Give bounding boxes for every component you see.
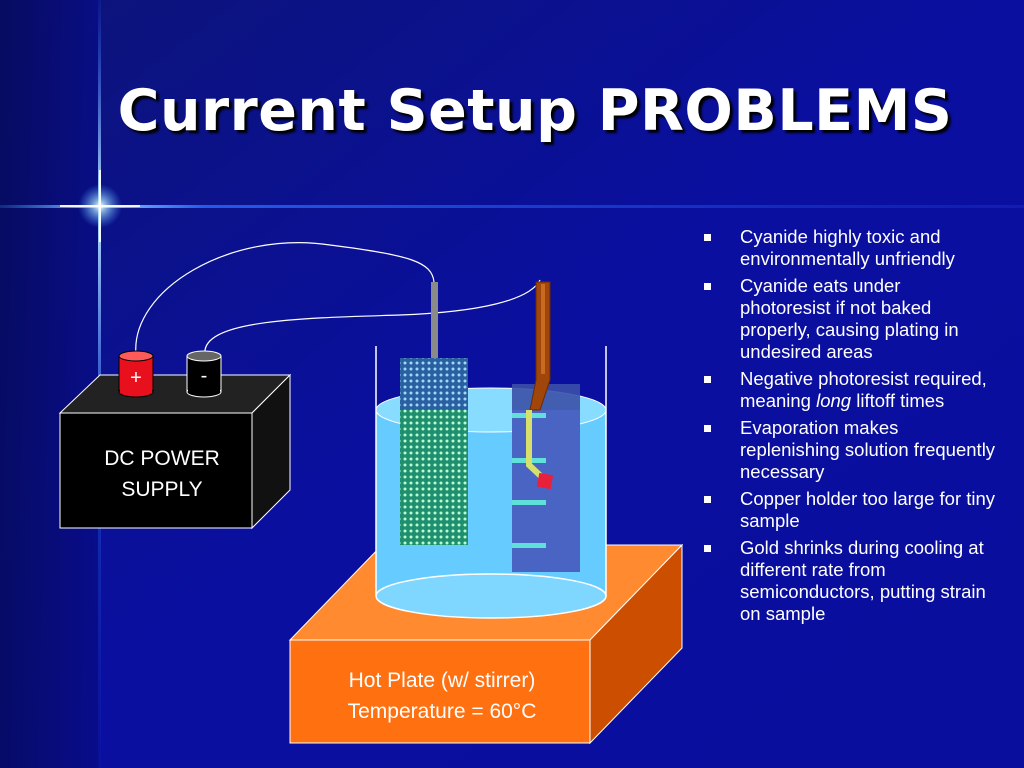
negative-terminal: - bbox=[186, 350, 222, 398]
hot-plate-label-line2: Temperature = 60°C bbox=[348, 700, 537, 723]
problem-list: Cyanide highly toxic and environmentally… bbox=[700, 226, 996, 630]
bullet-square-icon bbox=[704, 425, 711, 432]
list-item: Cyanide highly toxic and environmentally… bbox=[700, 226, 996, 270]
power-supply-label-line2: SUPPLY bbox=[121, 478, 202, 501]
hot-plate-label-line1: Hot Plate (w/ stirrer) bbox=[349, 669, 536, 692]
bullet-text: Copper holder too large for tiny sample bbox=[740, 488, 996, 531]
copper-sample-holder bbox=[512, 281, 580, 572]
list-item: Copper holder too large for tiny sample bbox=[700, 488, 996, 532]
bullet-text-after: liftoff times bbox=[851, 390, 945, 411]
dc-power-supply: DC POWER SUPPLY bbox=[58, 373, 292, 530]
slide-title: Current Setup PROBLEMS bbox=[117, 78, 953, 144]
bullet-text: Gold shrinks during cooling at different… bbox=[740, 537, 986, 624]
bullet-text: Evaporation makes replenishing solution … bbox=[740, 417, 996, 482]
bullet-square-icon bbox=[704, 234, 711, 241]
sample-chip bbox=[536, 472, 554, 490]
list-item: Cyanide eats under photoresist if not ba… bbox=[700, 275, 996, 363]
list-item: Negative photoresist required, meaning l… bbox=[700, 368, 996, 412]
bullet-square-icon bbox=[704, 496, 711, 503]
bullet-square-icon bbox=[704, 283, 711, 290]
list-item: Evaporation makes replenishing solution … bbox=[700, 417, 996, 483]
bullet-square-icon bbox=[704, 376, 711, 383]
bullet-square-icon bbox=[704, 545, 711, 552]
bullet-text-before: Negative photoresist required, meaning bbox=[740, 368, 987, 411]
negative-terminal-label: - bbox=[201, 365, 208, 387]
anode-mesh-electrode bbox=[400, 282, 468, 545]
bullet-text: Cyanide eats under photoresist if not ba… bbox=[740, 275, 959, 362]
positive-terminal: + bbox=[118, 350, 154, 398]
list-item: Gold shrinks during cooling at different… bbox=[700, 537, 996, 625]
negative-wire bbox=[204, 279, 541, 356]
positive-terminal-label: + bbox=[130, 367, 142, 389]
positive-wire bbox=[135, 242, 435, 356]
power-supply-label-line1: DC POWER bbox=[104, 447, 220, 470]
bullet-text-italic: long bbox=[816, 390, 852, 411]
bullet-text: Cyanide highly toxic and environmentally… bbox=[740, 226, 955, 269]
